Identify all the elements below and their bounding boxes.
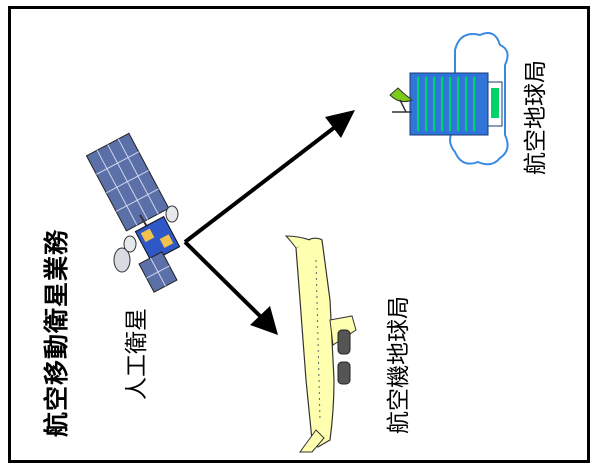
- arrow-to-aircraft: [183, 240, 278, 335]
- aircraft-icon: [284, 235, 357, 453]
- diagram-frame: [8, 6, 590, 463]
- satellite-icon: [85, 132, 181, 293]
- arrow-to-ground-station: [183, 110, 355, 244]
- ground-station-icon: [389, 32, 509, 166]
